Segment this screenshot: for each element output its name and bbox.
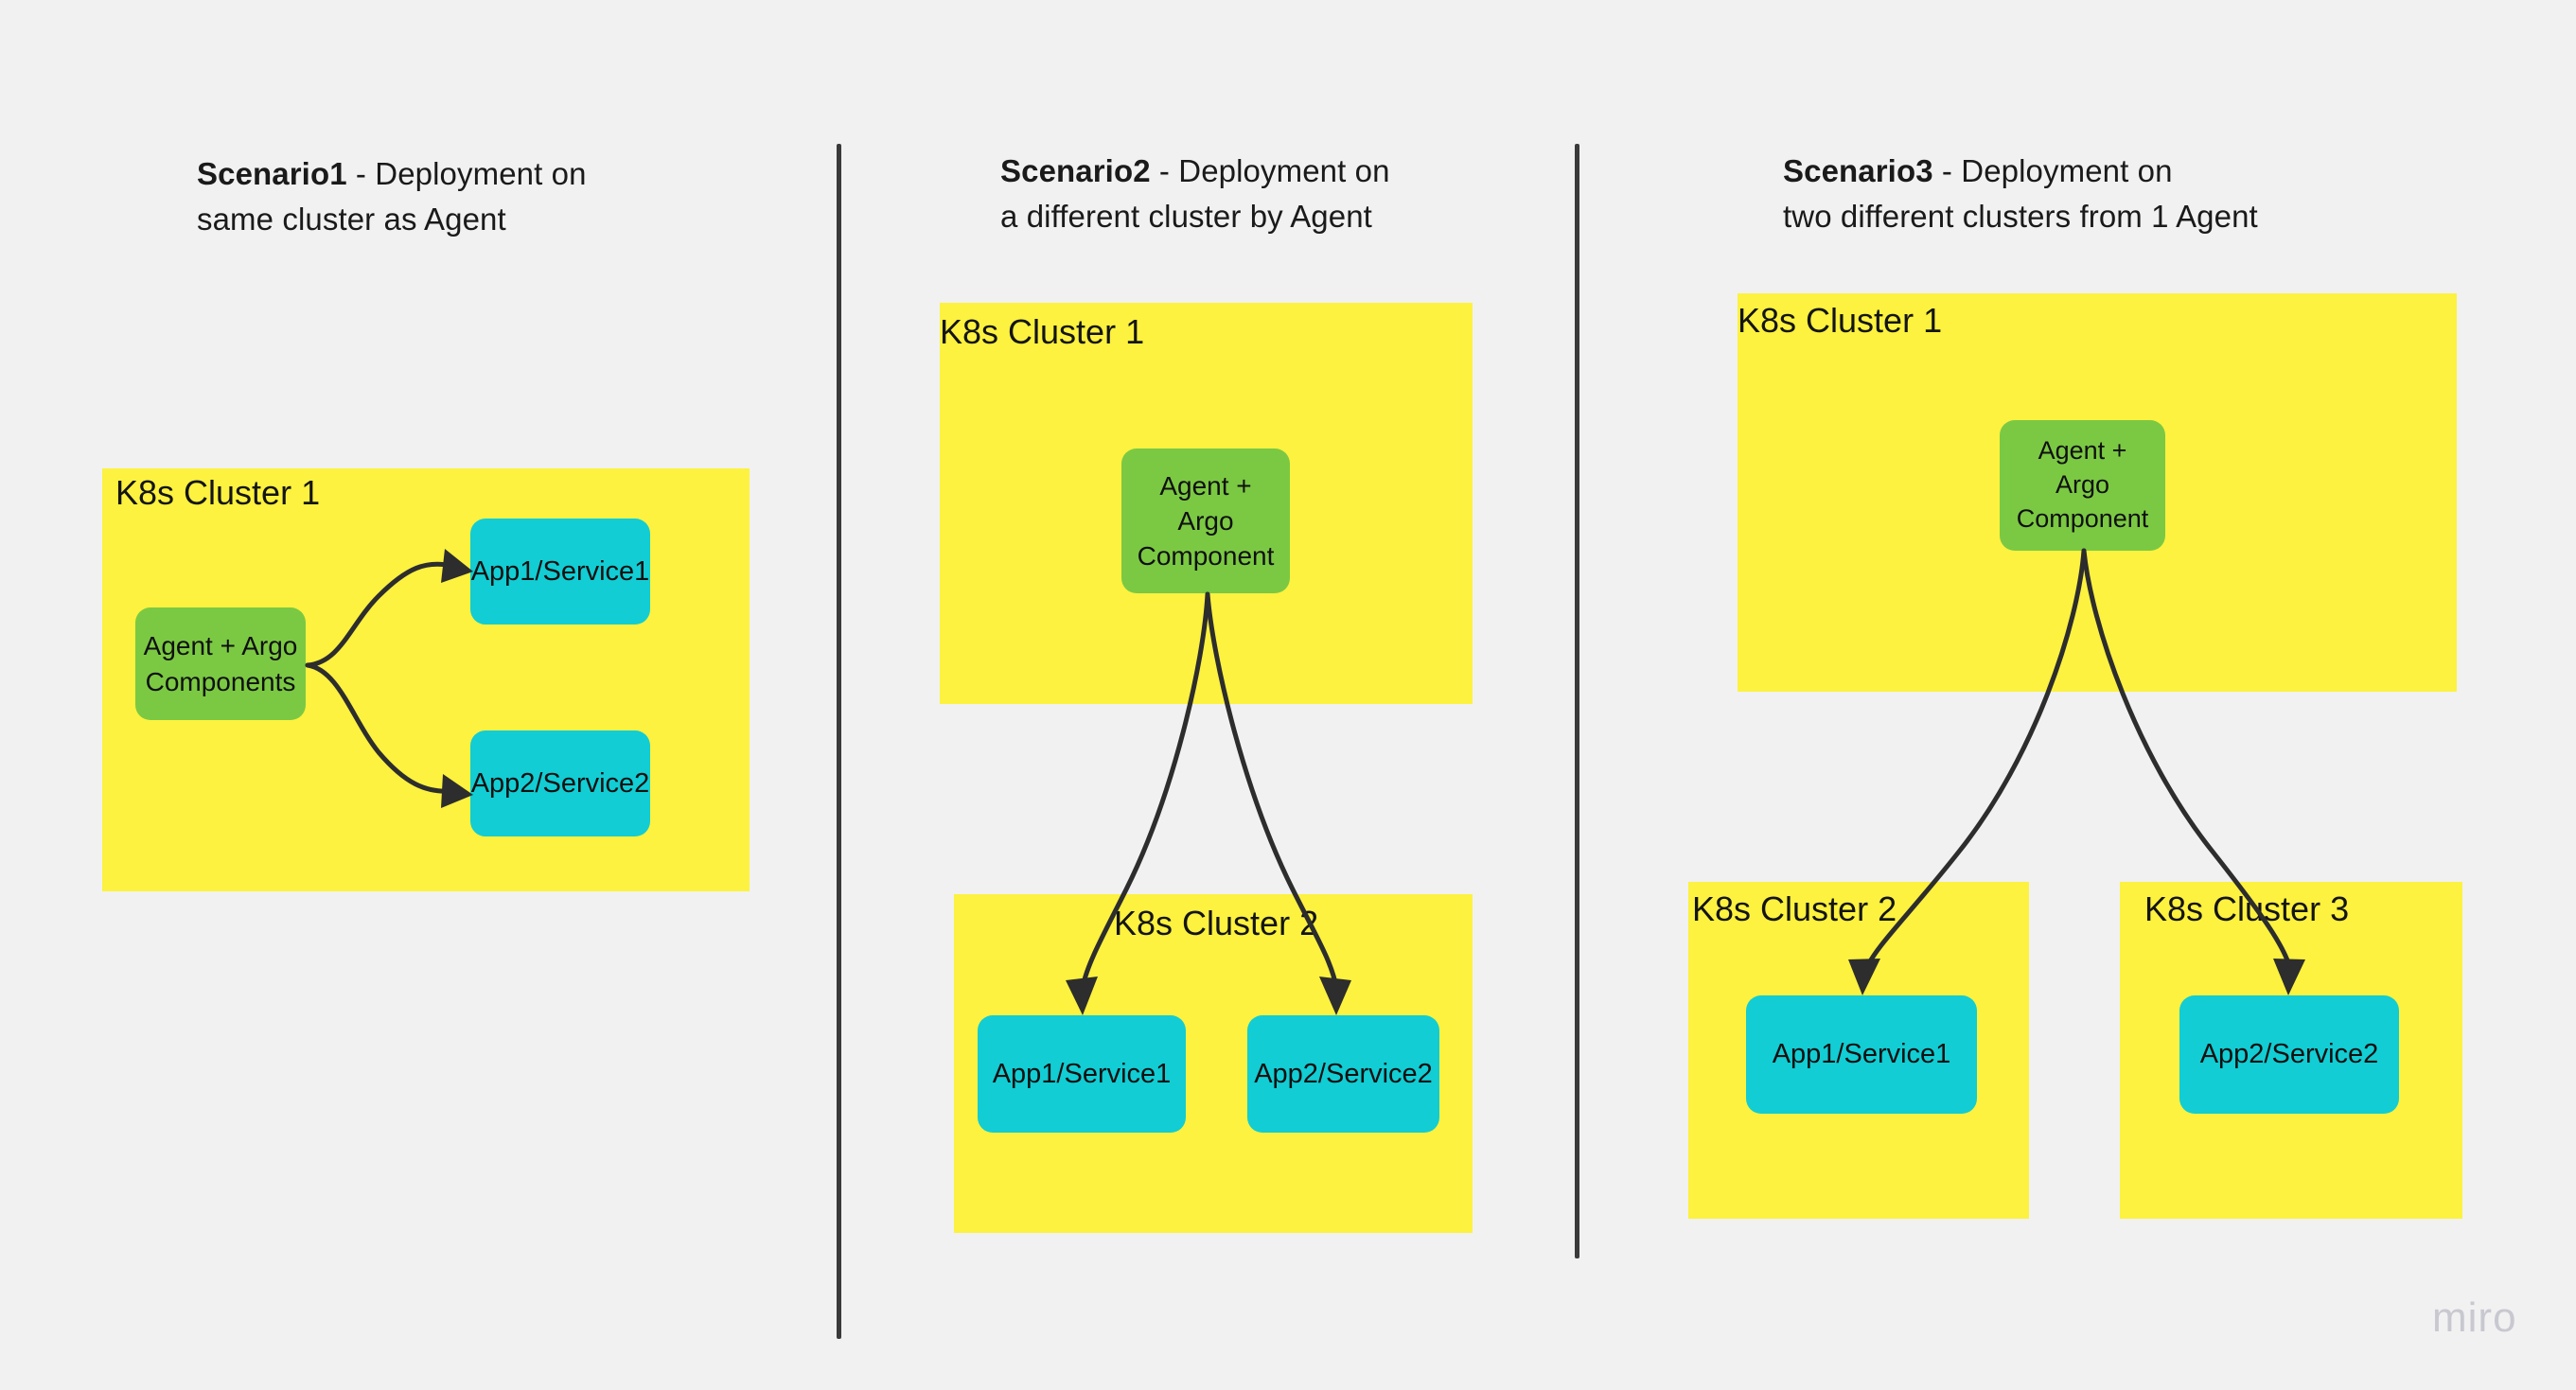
scenario2-title: Scenario2 - Deployment on a different cl… bbox=[1000, 149, 1390, 238]
scenario1-cluster-1-label: K8s Cluster 1 bbox=[115, 473, 321, 512]
scenario3-cluster-3-label: K8s Cluster 3 bbox=[2144, 889, 2350, 928]
scenario2-agent-node[interactable]: Agent + Argo Component bbox=[1121, 449, 1290, 593]
scenario3-app1-node-label: App1/Service1 bbox=[1772, 1039, 1951, 1070]
scenario1-agent-node-label: Agent + Argo Components bbox=[143, 631, 298, 696]
scenario1-app1-node-label: App1/Service1 bbox=[470, 555, 650, 587]
scenario1-agent-node[interactable]: Agent + Argo Components bbox=[135, 607, 306, 720]
scenario1-title-line2: same cluster as Agent bbox=[197, 201, 506, 237]
scenario1-app2-node[interactable]: App2/Service2 bbox=[470, 730, 650, 836]
scenario2-app1-node[interactable]: App1/Service1 bbox=[978, 1015, 1186, 1133]
scenario3-app2-node[interactable]: App2/Service2 bbox=[2179, 995, 2399, 1114]
scenario2-title-bold: Scenario2 bbox=[1000, 153, 1151, 188]
scenario1-app2-node-label: App2/Service2 bbox=[470, 767, 650, 799]
scenario3-title-line2: two different clusters from 1 Agent bbox=[1783, 198, 2258, 234]
scenario1-title-rest: - Deployment on bbox=[346, 156, 587, 191]
scenario3-agent-node-label: Agent + Argo Component bbox=[2016, 436, 2149, 533]
miro-watermark: miro bbox=[2432, 1294, 2517, 1341]
scenario2-app1-node-label: App1/Service1 bbox=[992, 1058, 1172, 1089]
scenario3-title-bold: Scenario3 bbox=[1783, 153, 1933, 188]
scenario1-title: Scenario1 - Deployment on same cluster a… bbox=[197, 151, 587, 241]
scenario2-title-line2: a different cluster by Agent bbox=[1000, 198, 1372, 234]
scenario2-app2-node-label: App2/Service2 bbox=[1254, 1058, 1433, 1089]
scenario2-cluster-1-label: K8s Cluster 1 bbox=[940, 312, 1145, 351]
scenario3-title-rest: - Deployment on bbox=[1932, 153, 2173, 188]
scenario2-app2-node[interactable]: App2/Service2 bbox=[1247, 1015, 1439, 1133]
scenario2-agent-node-label: Agent + Argo Component bbox=[1137, 470, 1275, 572]
scenario3-app1-node[interactable]: App1/Service1 bbox=[1746, 995, 1977, 1114]
scenario3-cluster-1-label: K8s Cluster 1 bbox=[1738, 301, 1943, 340]
scenario3-app2-node-label: App2/Service2 bbox=[2199, 1039, 2379, 1070]
column-divider-1 bbox=[837, 144, 841, 1339]
scenario3-cluster-2-label: K8s Cluster 2 bbox=[1692, 889, 1897, 928]
scenario1-app1-node[interactable]: App1/Service1 bbox=[470, 519, 650, 625]
scenario1-title-bold: Scenario1 bbox=[197, 156, 347, 191]
scenario2-title-rest: - Deployment on bbox=[1150, 153, 1390, 188]
scenario2-cluster-2-label: K8s Cluster 2 bbox=[1114, 904, 1319, 942]
scenario3-agent-node[interactable]: Agent + Argo Component bbox=[2000, 420, 2165, 551]
column-divider-2 bbox=[1575, 144, 1579, 1258]
scenario3-title: Scenario3 - Deployment on two different … bbox=[1783, 149, 2258, 238]
